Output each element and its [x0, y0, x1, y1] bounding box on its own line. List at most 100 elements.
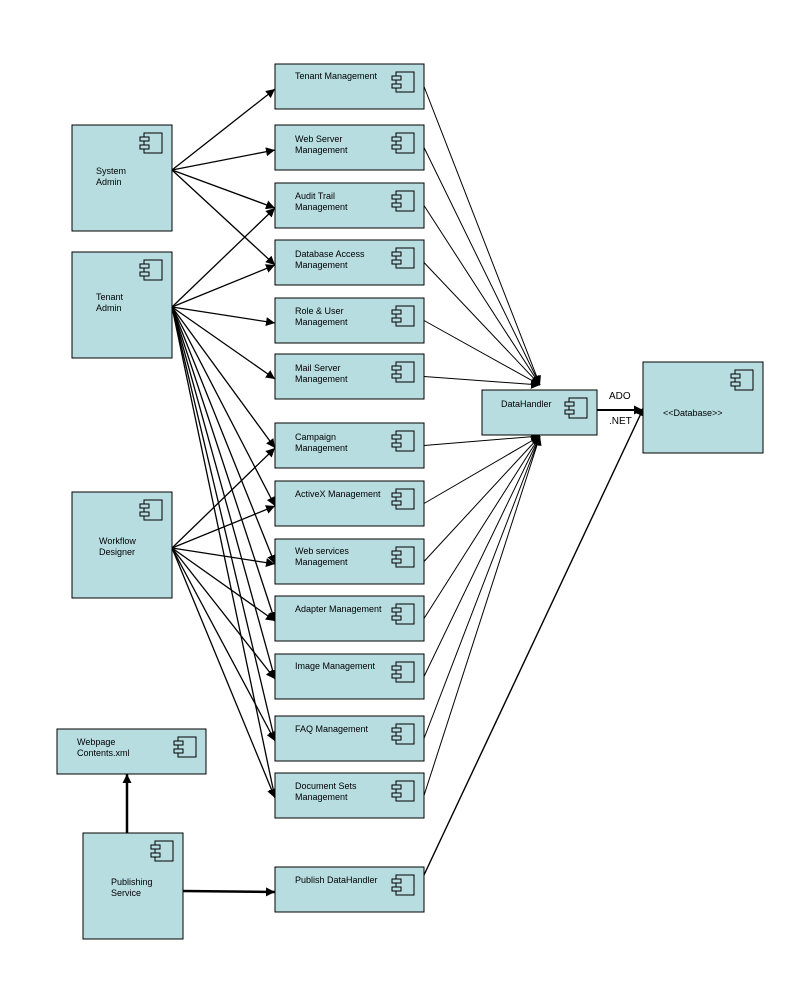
component-icon	[391, 132, 415, 154]
component-icon-tab	[391, 251, 402, 257]
component-icon-body	[154, 840, 174, 862]
campaign-management-label: Campaign	[295, 432, 336, 442]
edge-tenant-admin-to-mail-server-management	[171, 306, 276, 380]
web-services-management-label: Management	[295, 557, 348, 567]
component-icon-body	[395, 305, 415, 327]
edge-mail-server-management-to-datahandler	[423, 376, 541, 389]
edge-workflow-designer-to-document-sets-management	[171, 547, 276, 799]
web-server-management-label: Management	[295, 145, 348, 155]
component-icon-body	[395, 71, 415, 93]
edge-tenant-admin-to-audit-trail-management	[171, 207, 276, 308]
component-icon-tab	[391, 550, 402, 556]
component-icon-body	[395, 661, 415, 683]
publish-datahandler-component[interactable]: Publish DataHandler	[274, 866, 425, 913]
component-icon-tab	[139, 503, 150, 509]
component-icon-body	[395, 361, 415, 383]
component-icon-tab	[730, 373, 741, 379]
edge-document-sets-management-to-datahandler	[423, 435, 542, 796]
component-icon-tab	[173, 740, 184, 746]
component-icon	[730, 369, 754, 391]
component-icon-tab	[391, 202, 402, 208]
component-icon-tab	[391, 784, 402, 790]
publish-datahandler-label: Publish DataHandler	[295, 875, 378, 885]
component-icon-body	[395, 132, 415, 154]
activex-management-component[interactable]: ActiveX Management	[274, 480, 425, 527]
document-sets-management-label: Management	[295, 792, 348, 802]
role-user-management-label: Role & User	[295, 306, 344, 316]
edge-adapter-management-to-datahandler	[423, 435, 541, 619]
database-component[interactable]: <<Database>>	[642, 361, 764, 454]
faq-management-component[interactable]: FAQ Management	[274, 715, 425, 762]
role-user-management-label: Management	[295, 317, 348, 327]
edge-publishing-service-to-publish-datahandler	[182, 887, 276, 897]
database-access-management-label: Database Access	[295, 249, 365, 259]
edge-tenant-admin-to-campaign-management	[171, 306, 276, 449]
component-icon-tab	[391, 317, 402, 323]
edge-audit-trail-management-to-datahandler	[423, 205, 541, 386]
ado-label: ADO	[609, 391, 631, 402]
document-sets-management-label: Document Sets	[295, 781, 357, 791]
component-icon-body	[395, 430, 415, 452]
component-icon-tab	[391, 500, 402, 506]
edge-system-admin-to-tenant-management	[171, 88, 276, 171]
component-icon-body	[143, 132, 163, 154]
component-icon	[150, 840, 174, 862]
faq-management-label: FAQ Management	[295, 724, 369, 734]
system-admin-label: System	[96, 166, 126, 176]
component-icon-tab	[391, 673, 402, 679]
component-icon-tab	[391, 492, 402, 498]
component-icon-tab	[391, 665, 402, 671]
edge-tenant-management-to-datahandler	[423, 86, 541, 386]
edge-tenant-admin-to-database-access-management	[171, 264, 276, 308]
audit-trail-management-label: Audit Trail	[295, 191, 335, 201]
edge-tenant-admin-to-document-sets-management	[171, 306, 278, 799]
component-icon-tab	[139, 263, 150, 269]
component-icon-tab	[139, 511, 150, 517]
component-icon	[391, 361, 415, 383]
component-icon-tab	[391, 434, 402, 440]
component-icon	[391, 305, 415, 327]
component-icon-tab	[391, 309, 402, 315]
component-icon-tab	[139, 136, 150, 142]
component-icon-tab	[391, 365, 402, 371]
component-icon-tab	[391, 373, 402, 379]
component-icon-body	[395, 247, 415, 269]
component-icon-tab	[564, 409, 575, 415]
component-icon-tab	[139, 271, 150, 277]
adapter-management-component[interactable]: Adapter Management	[274, 595, 425, 642]
component-icon-body	[143, 259, 163, 281]
image-management-component[interactable]: Image Management	[274, 653, 425, 700]
component-icon-tab	[391, 735, 402, 741]
edge-system-admin-to-web-server-management	[171, 147, 276, 171]
component-icon	[391, 546, 415, 568]
datahandler-component[interactable]: DataHandler	[481, 389, 598, 436]
system-admin-label: Admin	[96, 177, 122, 187]
component-icon-body	[395, 603, 415, 625]
component-icon-tab	[391, 144, 402, 150]
component-icon-body	[395, 723, 415, 745]
component-icon	[391, 430, 415, 452]
component-icon-tab	[391, 75, 402, 81]
component-icon	[391, 780, 415, 802]
edge-activex-management-to-datahandler	[423, 435, 541, 504]
edge-tenant-admin-to-web-services-management	[171, 306, 276, 565]
component-icon-tab	[150, 852, 161, 858]
tenant-management-component[interactable]: Tenant Management	[274, 63, 425, 110]
publishing-service-label: Service	[111, 888, 141, 898]
edge-workflow-designer-to-activex-management	[171, 505, 276, 549]
component-icon-body	[568, 397, 588, 419]
activex-management-label: ActiveX Management	[295, 489, 381, 499]
